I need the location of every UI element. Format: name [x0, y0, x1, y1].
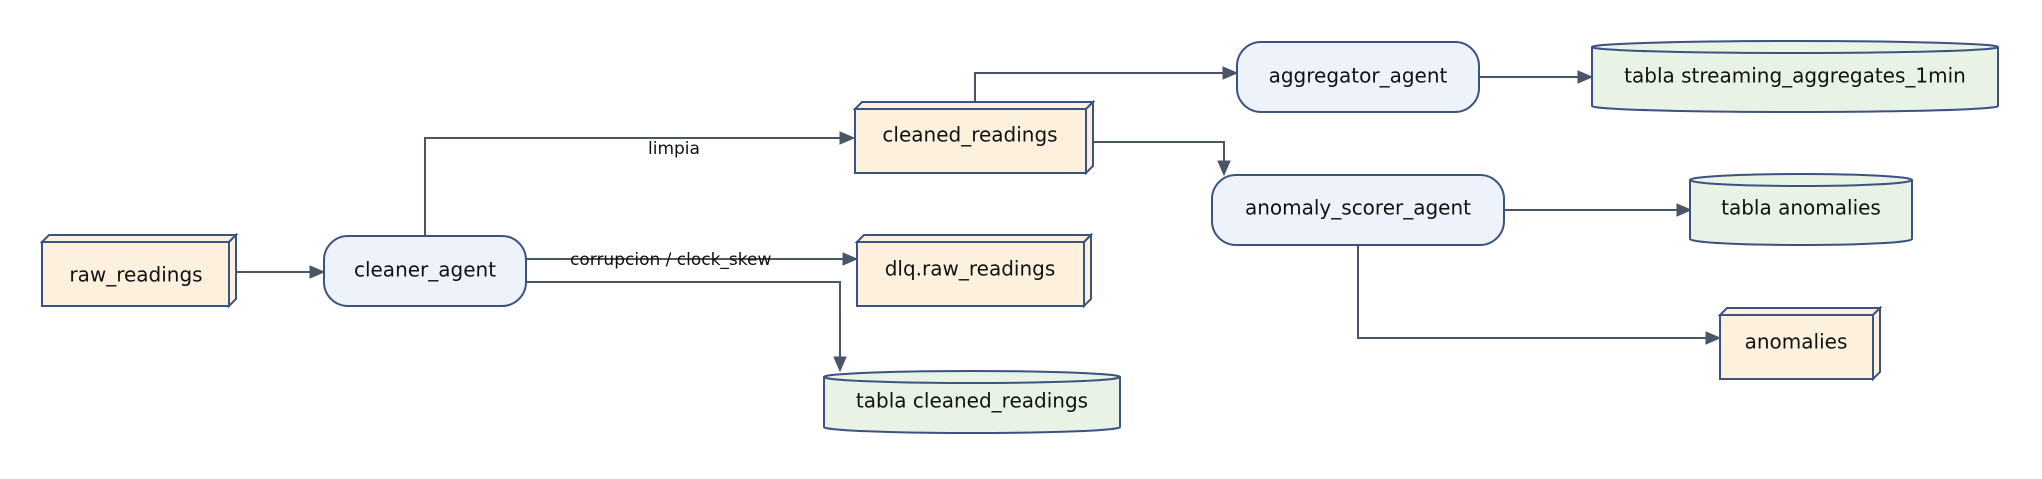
edge-raw-readings-to-cleaner-agent — [234, 265, 326, 279]
node-label: anomalies — [1745, 330, 1848, 354]
box-front-face — [41, 241, 230, 307]
edge-cleaned-readings-to-aggregator-agent — [974, 66, 1239, 102]
cylinder-top — [823, 370, 1121, 384]
edge-anomaly-scorer-agent-to-anomalies — [1357, 245, 1722, 345]
node-label: aggregator_agent — [1269, 64, 1448, 88]
edge-aggregator-agent-to-tabla-streaming-aggregates — [1479, 70, 1594, 84]
box-depth-side — [1872, 305, 1881, 382]
box-front-face — [1719, 314, 1874, 380]
node-dlq-raw-readings[interactable]: dlq.raw_readings — [854, 232, 1094, 309]
edge-label-corrupcion: corrupcion / clock_skew — [570, 250, 771, 270]
edge-anomaly-scorer-agent-to-tabla-anomalies — [1504, 203, 1693, 217]
agent-shape — [1236, 41, 1480, 113]
box-front-face — [854, 108, 1087, 174]
node-label: raw_readings — [69, 263, 202, 287]
agent-shape — [1211, 174, 1505, 246]
edges: limpia corrupcion / clock_skew — [234, 66, 1722, 373]
box-depth-top — [1717, 307, 1883, 316]
node-label: tabla anomalies — [1721, 196, 1881, 220]
box-depth-side — [228, 232, 237, 309]
cylinder-body — [1689, 180, 1913, 246]
node-anomalies[interactable]: anomalies — [1717, 305, 1883, 382]
cylinder-body — [1591, 47, 1999, 113]
edge-cleaned-readings-to-anomaly-scorer-agent — [1092, 141, 1231, 177]
node-label: cleaner_agent — [354, 258, 496, 282]
node-tabla-streaming-aggregates[interactable]: tabla streaming_aggregates_1min — [1591, 40, 1999, 113]
node-cleaned-readings[interactable]: cleaned_readings — [852, 99, 1096, 176]
edge-cleaner-agent-to-dlq: corrupcion / clock_skew — [526, 250, 859, 270]
edge-label-limpia: limpia — [648, 139, 700, 159]
node-label: cleaned_readings — [882, 123, 1057, 147]
box-front-face — [856, 241, 1085, 307]
cylinder-body — [823, 377, 1121, 434]
box-depth-top — [39, 234, 239, 243]
edge-cleaner-agent-to-tabla-cleaned-readings — [526, 281, 847, 373]
node-label: tabla cleaned_readings — [856, 389, 1088, 413]
box-depth-top — [854, 234, 1094, 243]
node-tabla-anomalies[interactable]: tabla anomalies — [1689, 173, 1913, 246]
box-depth-side — [1083, 232, 1092, 309]
cylinder-top — [1591, 40, 1999, 54]
box-depth-side — [1085, 99, 1094, 176]
agent-shape — [323, 235, 527, 307]
node-aggregator-agent[interactable]: aggregator_agent — [1236, 41, 1480, 113]
node-anomaly-scorer-agent[interactable]: anomaly_scorer_agent — [1211, 174, 1505, 246]
node-label: dlq.raw_readings — [885, 257, 1056, 281]
node-raw-readings[interactable]: raw_readings — [39, 232, 239, 309]
node-label: tabla streaming_aggregates_1min — [1624, 64, 1966, 88]
cylinder-top — [1689, 173, 1913, 187]
box-depth-top — [852, 101, 1096, 110]
node-cleaner-agent[interactable]: cleaner_agent — [323, 235, 527, 307]
node-tabla-cleaned-readings[interactable]: tabla cleaned_readings — [823, 370, 1121, 434]
edge-cleaner-agent-to-cleaned-readings: limpia — [424, 131, 856, 236]
node-label: anomaly_scorer_agent — [1245, 196, 1471, 220]
